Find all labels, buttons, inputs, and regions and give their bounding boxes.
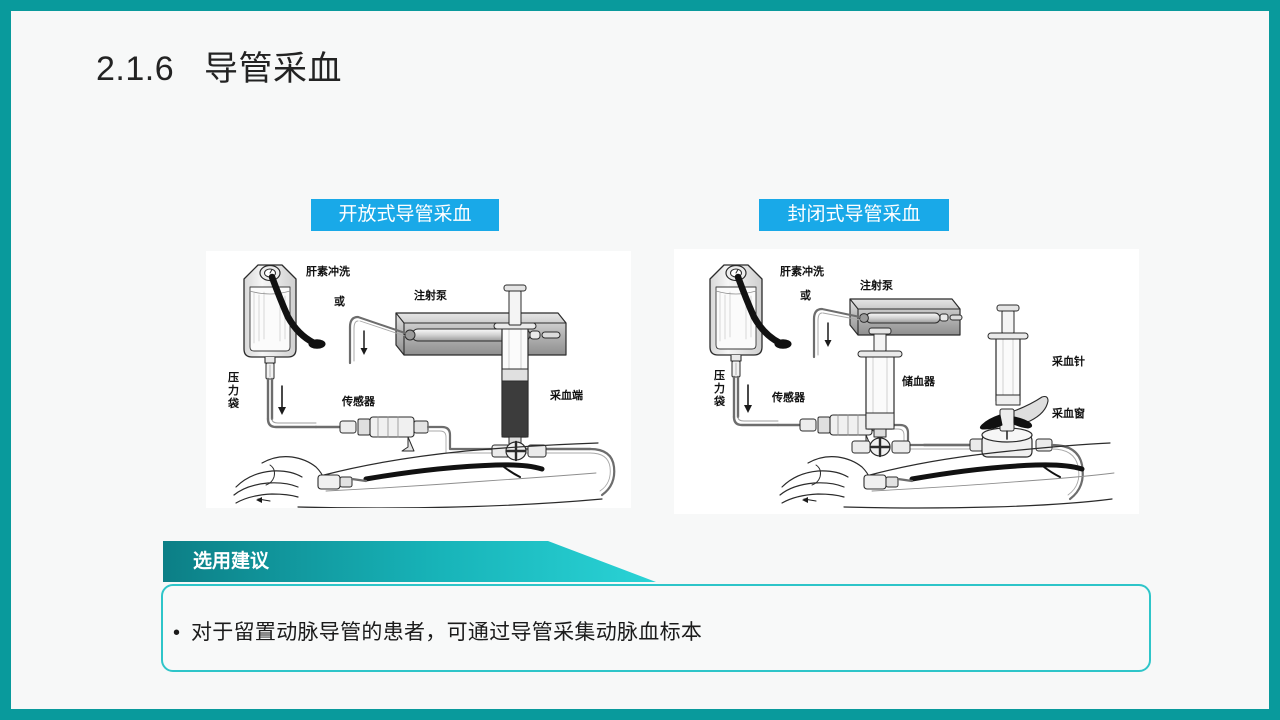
- label-syringe-pump-right: 注射泵: [860, 278, 893, 292]
- label-pressure-bag-left: 压: [228, 370, 239, 384]
- caption-closed-catheter: 封闭式导管采血: [759, 199, 949, 231]
- open-catheter-illustration: 肝素冲洗 或 注射泵 压 力 袋 传感器 采血端: [227, 264, 616, 508]
- caption-open-catheter-label: 开放式导管采血: [338, 204, 472, 225]
- slide-canvas: 2.1.6 导管采血 开放式导管采血 封闭式导管采血: [11, 11, 1269, 709]
- figure-closed-catheter: 肝素冲洗 或 注射泵 压 力 袋 传感器 储血器 采血针 采血窗: [674, 249, 1139, 514]
- svg-text:力: 力: [228, 383, 239, 397]
- svg-text:袋: 袋: [227, 396, 240, 410]
- closed-catheter-illustration: 肝素冲洗 或 注射泵 压 力 袋 传感器 储血器 采血针 采血窗: [709, 264, 1115, 509]
- svg-text:袋: 袋: [713, 394, 726, 408]
- label-pressure-bag-right: 压: [714, 368, 725, 382]
- page-title: 2.1.6 导管采血: [96, 50, 342, 88]
- svg-text:力: 力: [714, 381, 725, 395]
- advice-list-item: • 对于留置动脉导管的患者，可通过导管采集动脉血标本: [173, 616, 702, 646]
- caption-open-catheter: 开放式导管采血: [311, 199, 499, 231]
- advice-banner-label: 选用建议: [193, 551, 270, 572]
- label-or-right: 或: [800, 288, 811, 302]
- advice-box: • 对于留置动脉导管的患者，可通过导管采集动脉血标本: [161, 584, 1151, 672]
- label-blood-needle: 采血针: [1051, 354, 1085, 368]
- advice-banner: 选用建议: [163, 541, 658, 582]
- bullet-icon: •: [173, 622, 181, 644]
- label-or-left: 或: [334, 294, 345, 308]
- figure-open-catheter: 肝素冲洗 或 注射泵 压 力 袋 传感器 采血端: [206, 251, 631, 508]
- label-blood-reservoir: 储血器: [902, 374, 936, 388]
- label-sampling-window: 采血窗: [1051, 406, 1085, 420]
- label-syringe-pump-left: 注射泵: [414, 288, 447, 302]
- label-transducer-right: 传感器: [771, 390, 806, 404]
- label-sampling-port-left: 采血端: [549, 388, 583, 402]
- label-transducer-left: 传感器: [341, 394, 376, 408]
- caption-closed-catheter-label: 封闭式导管采血: [787, 204, 921, 225]
- advice-text: 对于留置动脉导管的患者，可通过导管采集动脉血标本: [191, 621, 703, 644]
- advice-banner-shape: [163, 541, 656, 582]
- label-heparin-flush-right: 肝素冲洗: [780, 264, 824, 278]
- label-heparin-flush-left: 肝素冲洗: [306, 264, 350, 278]
